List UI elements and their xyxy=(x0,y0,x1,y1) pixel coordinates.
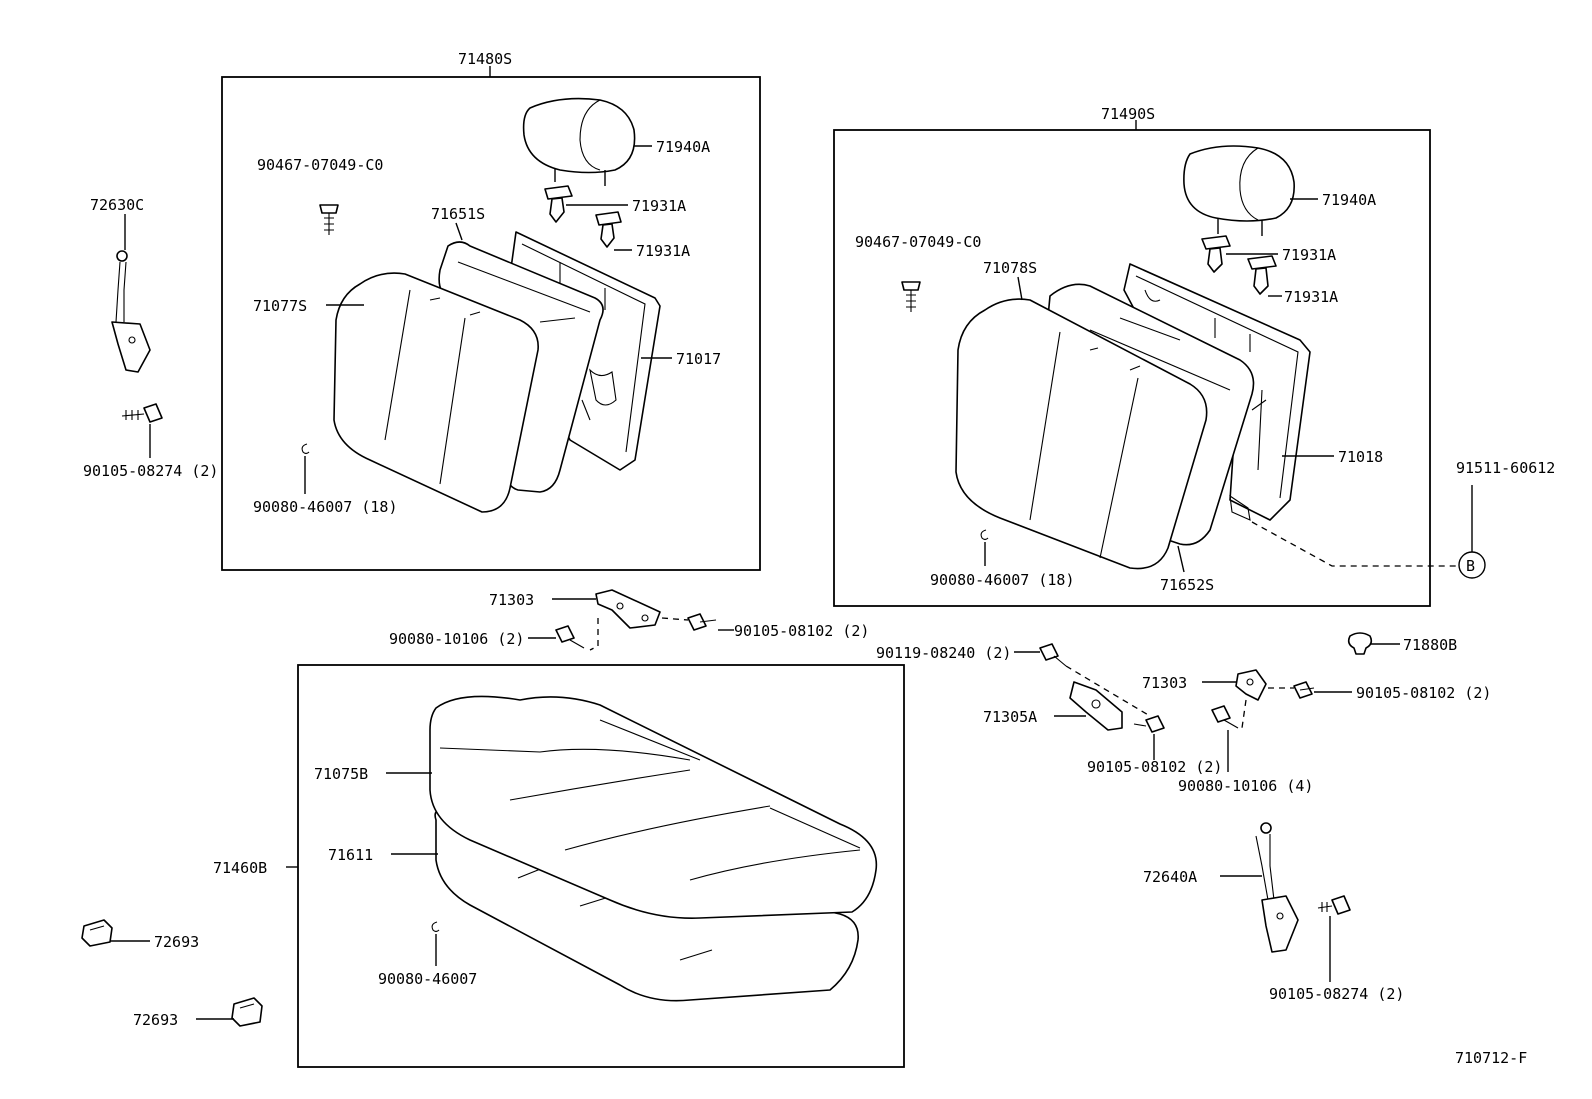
label-90467-lh[interactable]: 90467-07049-C0 xyxy=(257,156,383,174)
clip-72693-b xyxy=(231,997,263,1027)
label-71940a-rh[interactable]: 71940A xyxy=(1322,191,1376,209)
label-71880b[interactable]: 71880B xyxy=(1403,636,1457,654)
bolt-90105-08102-rh1 xyxy=(1293,681,1315,699)
headrest-lh xyxy=(522,97,636,186)
hinge-71305a xyxy=(1069,681,1123,731)
bolt-90080-10106-rh xyxy=(1211,705,1239,729)
label-71078s[interactable]: 71078S xyxy=(983,259,1037,277)
clip-72693-a xyxy=(81,919,113,947)
label-71940a-lh[interactable]: 71940A xyxy=(656,138,710,156)
label-90080-46007-18-lh[interactable]: 90080-46007 (18) xyxy=(253,498,398,516)
label-90080-10106-2[interactable]: 90080-10106 (2) xyxy=(389,630,524,648)
label-90105-08274-rh[interactable]: 90105-08274 (2) xyxy=(1269,985,1404,1003)
headrest-support-rh-1 xyxy=(1201,235,1231,273)
seatback-cover-71078s xyxy=(955,298,1208,570)
label-90105-08102-2-rh2[interactable]: 90105-08102 (2) xyxy=(1087,758,1222,776)
headrest-rh xyxy=(1183,145,1295,236)
bolt-90105-08102-rh2 xyxy=(1133,715,1165,733)
pin-90119-08240 xyxy=(1039,643,1067,667)
label-91511-60612[interactable]: 91511-60612 xyxy=(1456,459,1555,477)
label-90080-10106-4[interactable]: 90080-10106 (4) xyxy=(1178,777,1313,795)
seatback-cover-71077s xyxy=(333,272,539,513)
seatbelt-72640a xyxy=(1255,822,1299,953)
label-71303-lh[interactable]: 71303 xyxy=(489,591,534,609)
label-71651s[interactable]: 71651S xyxy=(431,205,485,223)
group-label-71490s[interactable]: 71490S xyxy=(1101,105,1155,123)
hog-ring-cushion xyxy=(431,921,440,966)
hinge-71303-lh xyxy=(595,589,661,629)
bolt-90080-10106-lh xyxy=(555,625,585,649)
drawing-number: 710712-F xyxy=(1455,1049,1527,1067)
label-71077s[interactable]: 71077S xyxy=(253,297,307,315)
label-71303-rh[interactable]: 71303 xyxy=(1142,674,1187,692)
label-72640a[interactable]: 72640A xyxy=(1143,868,1197,886)
hog-ring-lh xyxy=(301,443,310,494)
label-71611[interactable]: 71611 xyxy=(328,846,373,864)
label-90105-08102-2-lh[interactable]: 90105-08102 (2) xyxy=(734,622,869,640)
clip-90467-lh xyxy=(319,204,339,235)
clip-90467-rh xyxy=(901,281,921,312)
hog-ring-rh xyxy=(980,529,989,566)
group-label-71460b[interactable]: 71460B xyxy=(213,859,267,877)
label-72693-a[interactable]: 72693 xyxy=(154,933,199,951)
label-90105-08274-lh[interactable]: 90105-08274 (2) xyxy=(83,462,218,480)
label-90467-rh[interactable]: 90467-07049-C0 xyxy=(855,233,981,251)
headrest-support-lh-2 xyxy=(595,211,622,248)
bolt-90105-08274-lh xyxy=(121,403,163,423)
label-71652s[interactable]: 71652S xyxy=(1160,576,1214,594)
group-label-71480s[interactable]: 71480S xyxy=(458,50,512,68)
label-71017[interactable]: 71017 xyxy=(676,350,721,368)
group-frame-71480s[interactable]: 71480S xyxy=(221,50,761,571)
label-90119-08240-2[interactable]: 90119-08240 (2) xyxy=(876,644,1011,662)
label-71931a-lh-2[interactable]: 71931A xyxy=(636,242,690,260)
group-frame-71460b[interactable]: 71460B xyxy=(213,664,905,1068)
label-71931a-lh-1[interactable]: 71931A xyxy=(632,197,686,215)
seatbelt-72630c xyxy=(111,250,151,373)
label-90080-46007[interactable]: 90080-46007 xyxy=(378,970,477,988)
label-72630c[interactable]: 72630C xyxy=(90,196,144,214)
label-72693-b[interactable]: 72693 xyxy=(133,1011,178,1029)
label-71075b[interactable]: 71075B xyxy=(314,765,368,783)
bolt-90105-08102-lh xyxy=(687,613,717,631)
callout-b-letter: B xyxy=(1466,557,1475,575)
headrest-support-rh-2 xyxy=(1247,255,1277,295)
label-71931a-rh-1[interactable]: 71931A xyxy=(1282,246,1336,264)
clip-71880b xyxy=(1347,632,1373,655)
label-71931a-rh-2[interactable]: 71931A xyxy=(1284,288,1338,306)
headrest-support-lh-1 xyxy=(544,185,573,223)
label-90080-46007-18-rh[interactable]: 90080-46007 (18) xyxy=(930,571,1075,589)
bolt-90105-08274-rh xyxy=(1317,895,1351,915)
label-71018[interactable]: 71018 xyxy=(1338,448,1383,466)
hinge-71303-rh xyxy=(1235,669,1267,701)
callout-b[interactable]: B xyxy=(1458,551,1486,579)
label-90105-08102-2-rh1[interactable]: 90105-08102 (2) xyxy=(1356,684,1491,702)
group-frame-71490s[interactable]: 71490S xyxy=(833,105,1431,607)
cushion-cover-71075b xyxy=(429,695,878,919)
label-71305a[interactable]: 71305A xyxy=(983,708,1037,726)
